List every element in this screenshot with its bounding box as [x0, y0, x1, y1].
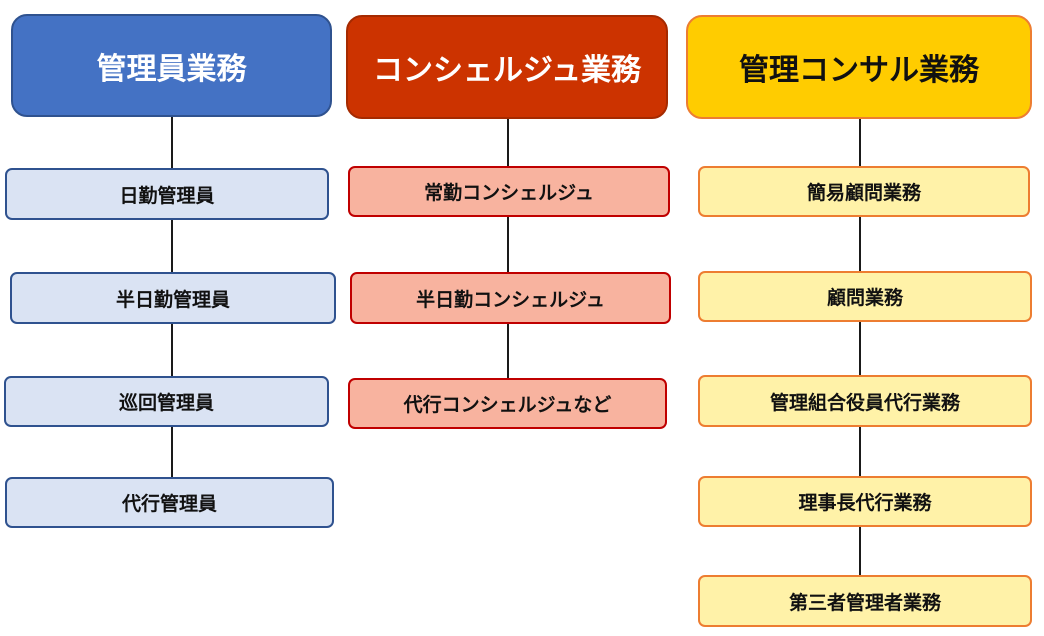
column-1-item-3: 巡回管理員: [4, 376, 329, 427]
column-2-connector: [507, 119, 509, 379]
column-1-item-4: 代行管理員: [5, 477, 334, 528]
column-2-header: コンシェルジュ業務: [346, 15, 668, 119]
column-3-item-5: 第三者管理者業務: [698, 575, 1032, 627]
column-2-item-1: 常勤コンシェルジュ: [348, 166, 670, 217]
column-3-connector: [859, 119, 861, 575]
column-2-item-3: 代行コンシェルジュなど: [348, 378, 667, 429]
column-3-item-1: 簡易顧問業務: [698, 166, 1030, 217]
column-3-item-2: 顧問業務: [698, 271, 1032, 322]
column-3-item-3: 管理組合役員代行業務: [698, 375, 1032, 427]
column-3-header: 管理コンサル業務: [686, 15, 1032, 119]
column-1-header: 管理員業務: [11, 14, 332, 117]
column-1-item-1: 日勤管理員: [5, 168, 329, 220]
column-3-item-4: 理事長代行業務: [698, 476, 1032, 527]
column-1-item-2: 半日勤管理員: [10, 272, 336, 324]
column-2-item-2: 半日勤コンシェルジュ: [350, 272, 671, 324]
